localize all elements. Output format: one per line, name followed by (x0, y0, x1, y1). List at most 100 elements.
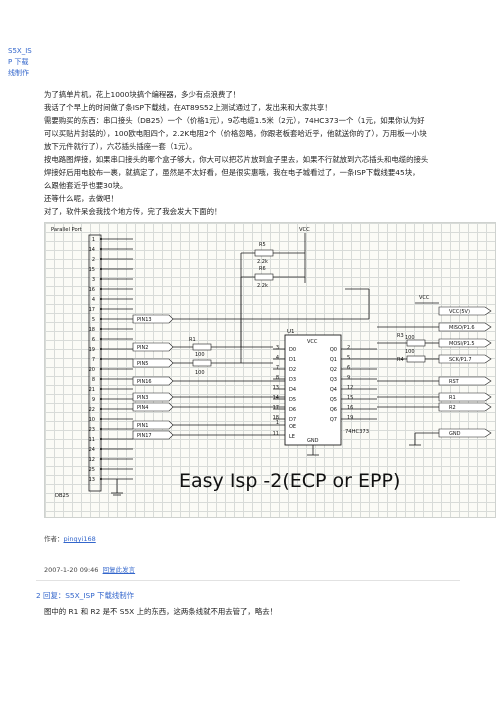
post-meta: 2007-1-20 09:46 回复此发言 (44, 564, 135, 574)
divider (36, 580, 460, 581)
chip-pin-number: 12 (347, 385, 353, 391)
db25-pin-number: 19 (89, 347, 95, 353)
connector-label (438, 376, 492, 386)
db25-pin-number: 10 (89, 417, 95, 423)
post-line: 对了，软件呆会我找个地方传，完了我会发大下面的！ (44, 207, 222, 216)
chip-d-pin: D1 (289, 357, 296, 363)
resistor-value: 100 (195, 352, 205, 358)
chip-pin-number: 11 (273, 431, 279, 437)
sidebar-title-line: 线制作 (8, 69, 29, 77)
db25-pin-dot (99, 377, 103, 381)
parallel-port-label: Parallel Port (51, 227, 82, 233)
db25-pin-number: 17 (89, 307, 95, 313)
chip-d-pin: D3 (289, 377, 296, 383)
resistor-label: R1 (189, 337, 196, 343)
db25-pin-dot (99, 477, 103, 481)
connector-label (438, 354, 492, 364)
post-line: 放下元件就行了），六芯插头插座一套（1元）。 (44, 142, 197, 151)
resistor-value: 2.2k (257, 283, 268, 289)
db25-pin-number: 15 (89, 267, 95, 273)
connector-label-text: MISO/P1.6 (449, 325, 475, 331)
post-line: 焊接好后用电胶布一裹，就搞定了，虽然是不太好看，但是很实惠哦，我在电子城看过了，… (44, 168, 420, 177)
chip-pin-number: 16 (347, 405, 353, 411)
db25-pin-number: 1 (92, 237, 95, 243)
post-line: 还等什么呢，去做吧！ (44, 194, 118, 203)
chip-pin-number: 9 (347, 375, 350, 381)
resistor-value: 2.2k (257, 259, 268, 265)
connector-label-text: GND (449, 431, 461, 437)
chip-pin-number: 1 (276, 420, 279, 426)
chip-pin-number: 2 (347, 345, 350, 351)
chip-pin-number: 8 (276, 375, 279, 381)
db25-pin-dot (99, 457, 103, 461)
chip-pin-number: 17 (273, 405, 279, 411)
chip-q-pin: Q1 (330, 357, 337, 363)
db25-pin-dot (99, 247, 103, 251)
net-label (132, 342, 174, 352)
connector-label (438, 428, 492, 438)
net-label (132, 392, 174, 402)
chip-q-pin: Q3 (330, 377, 337, 383)
chip-pin-number: 7 (276, 365, 279, 371)
db25-pin-number: 23 (89, 427, 95, 433)
author-label: 作者： (44, 535, 64, 543)
resistor-r2 (192, 359, 212, 367)
db25-pin-dot (99, 277, 103, 281)
resistor-value: 100 (405, 335, 415, 341)
db25-pin-number: 2 (92, 257, 95, 263)
db25-pin-number: 7 (92, 357, 95, 363)
db25-pin-number: 22 (89, 407, 95, 413)
connector-label (438, 402, 492, 412)
chip-q-pin: Q2 (330, 367, 337, 373)
db25-pin-dot (99, 417, 103, 421)
net-label (132, 358, 174, 368)
chip-pin-number: 5 (347, 355, 350, 361)
chip-d-pin: D6 (289, 407, 296, 413)
author-line: 作者：pingyi168 (44, 533, 96, 543)
reply-title: 2 回复：S5X_ISP 下载线制作 (36, 591, 135, 600)
net-label-text: PIN1 (137, 423, 148, 429)
chip-le-pin: LE (289, 434, 295, 440)
connector-label-text: R2 (449, 405, 456, 411)
chip-q-pin: Q4 (330, 387, 337, 393)
reply-body: 图中的 R1 和 R2 是不 S5X 上的东西，这两条线就不用去管了，略去！ (44, 607, 277, 616)
schematic-banner: Easy Isp -2(ECP or EPP) (179, 470, 400, 492)
reply-link[interactable]: 回复此发言 (102, 566, 136, 574)
sidebar-title: S5X_IS P 下载 线制作 (8, 46, 44, 79)
chip-q-pin: Q5 (330, 397, 337, 403)
db25-pin-dot (99, 367, 103, 371)
db25-pin-dot (99, 427, 103, 431)
resistor-label: R4 (397, 357, 404, 363)
net-label-text: PIN2 (137, 345, 148, 351)
net-label-text: PIN17 (137, 433, 152, 439)
db25-label: DB25 (55, 493, 69, 499)
author-link[interactable]: pingyi168 (63, 535, 96, 543)
connector-label (438, 392, 492, 402)
net-label (132, 402, 174, 412)
vcc-label: VCC (419, 295, 430, 301)
db25-pin-number: 4 (92, 297, 95, 303)
chip-pin-number: 13 (273, 385, 279, 391)
db25-pin-dot (99, 307, 103, 311)
db25-pin-dot (99, 297, 103, 301)
chip-ref: U1 (287, 329, 295, 335)
db25-outline (88, 234, 102, 492)
db25-pin-dot (99, 267, 103, 271)
chip-q-pin: Q0 (330, 347, 337, 353)
net-label-text: PIN5 (137, 361, 148, 367)
chip-74hc373 (284, 334, 342, 446)
chip-d-pin: D4 (289, 387, 296, 393)
resistor-value: 100 (195, 370, 205, 376)
db25-pin-dot (99, 257, 103, 261)
post-line: 需要购买的东西：串口接头（DB25）一个（价格1元），9芯电缆1.5米（2元），… (44, 116, 425, 125)
net-label-text: PIN16 (137, 379, 152, 385)
chip-part-number: 74HC373 (345, 429, 369, 435)
connector-label-text: VCC(5V) (449, 309, 470, 315)
connector-label-text: SCK/P1.7 (449, 357, 472, 363)
db25-pin-number: 25 (89, 467, 95, 473)
db25-pin-dot (99, 397, 103, 401)
db25-pin-dot (99, 317, 103, 321)
sidebar-title-line: P 下载 (8, 58, 29, 66)
db25-pin-dot (99, 347, 103, 351)
